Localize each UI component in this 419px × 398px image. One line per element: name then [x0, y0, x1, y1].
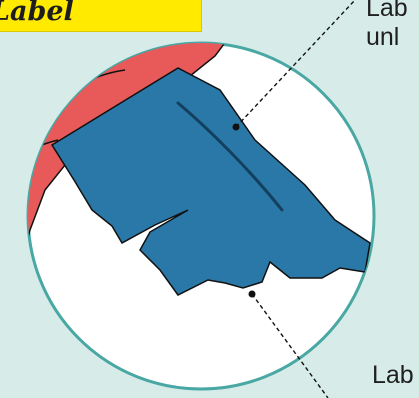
callout-dot-bottom [249, 291, 256, 298]
callout-label-top: Lab unl [366, 0, 419, 52]
callout-dot-top [233, 124, 240, 131]
title-tag-text: Label [0, 0, 74, 25]
title-tag: Label [0, 0, 202, 32]
callout-label-bottom: Lab [372, 361, 419, 390]
